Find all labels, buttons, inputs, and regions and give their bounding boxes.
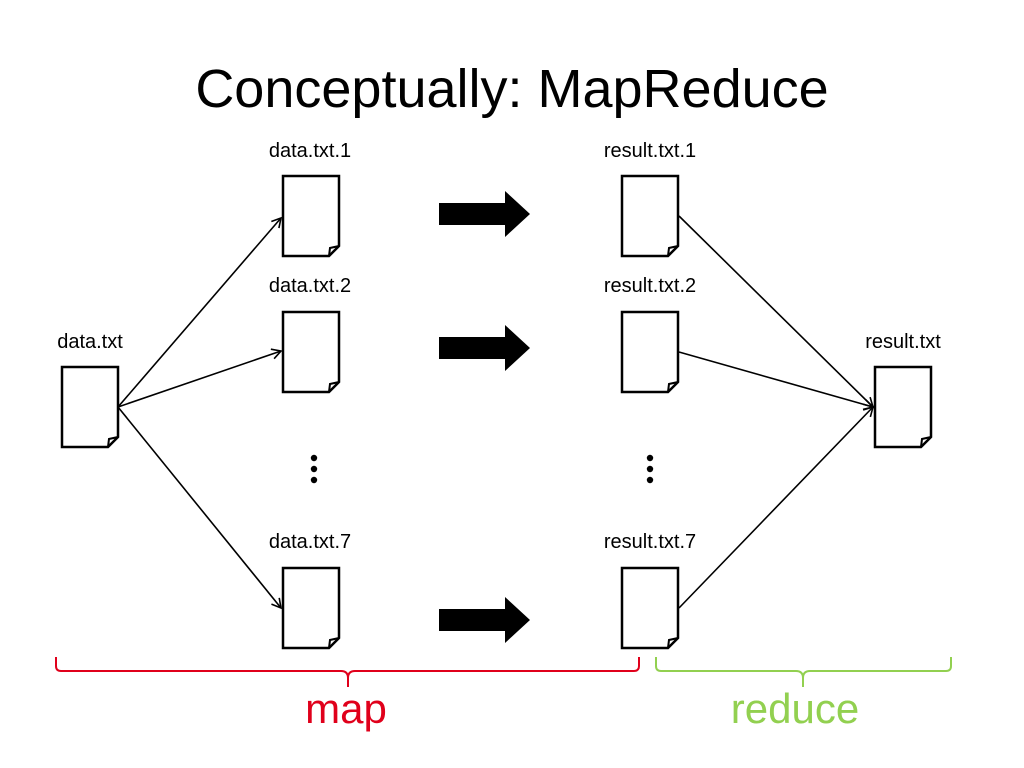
split-document-icon-7 xyxy=(281,566,341,650)
split-arrow-7 xyxy=(117,406,283,610)
combine-arrow-2 xyxy=(678,351,875,411)
combine-arrow-7 xyxy=(678,405,875,609)
output-file-label: result.txt xyxy=(865,331,941,353)
split-file-label-2: data.txt.2 xyxy=(268,275,352,297)
page-title: Conceptually: MapReduce xyxy=(195,59,829,119)
map-arrow-2 xyxy=(439,325,530,371)
combine-arrow-1 xyxy=(678,215,875,409)
split-file-label-7: data.txt.7 xyxy=(268,531,352,553)
result-document-icon-2 xyxy=(620,310,680,394)
output-document-icon xyxy=(873,365,933,449)
split-arrow-1 xyxy=(117,216,283,408)
map-phase-label: map xyxy=(305,685,387,732)
split-document-icon-1 xyxy=(281,174,341,258)
result-file-label-2: result.txt.2 xyxy=(603,275,697,297)
input-document-icon xyxy=(60,365,120,449)
result-document-icon-7 xyxy=(620,566,680,650)
split-document-icon-2 xyxy=(281,310,341,394)
map-brace xyxy=(55,657,640,687)
split-arrow-2 xyxy=(117,348,283,408)
result-file-label-1: result.txt.1 xyxy=(603,140,697,162)
result-file-label-7: result.txt.7 xyxy=(603,531,697,553)
input-file-label: data.txt xyxy=(57,331,123,353)
split-file-label-1: data.txt.1 xyxy=(268,140,352,162)
reduce-brace xyxy=(655,657,952,687)
reduce-phase-label: reduce xyxy=(730,685,860,732)
result-ellipsis-icon xyxy=(646,454,654,484)
map-arrow-7 xyxy=(439,597,530,643)
map-arrow-1 xyxy=(439,191,530,237)
result-document-icon-1 xyxy=(620,174,680,258)
split-ellipsis-icon xyxy=(310,454,318,484)
